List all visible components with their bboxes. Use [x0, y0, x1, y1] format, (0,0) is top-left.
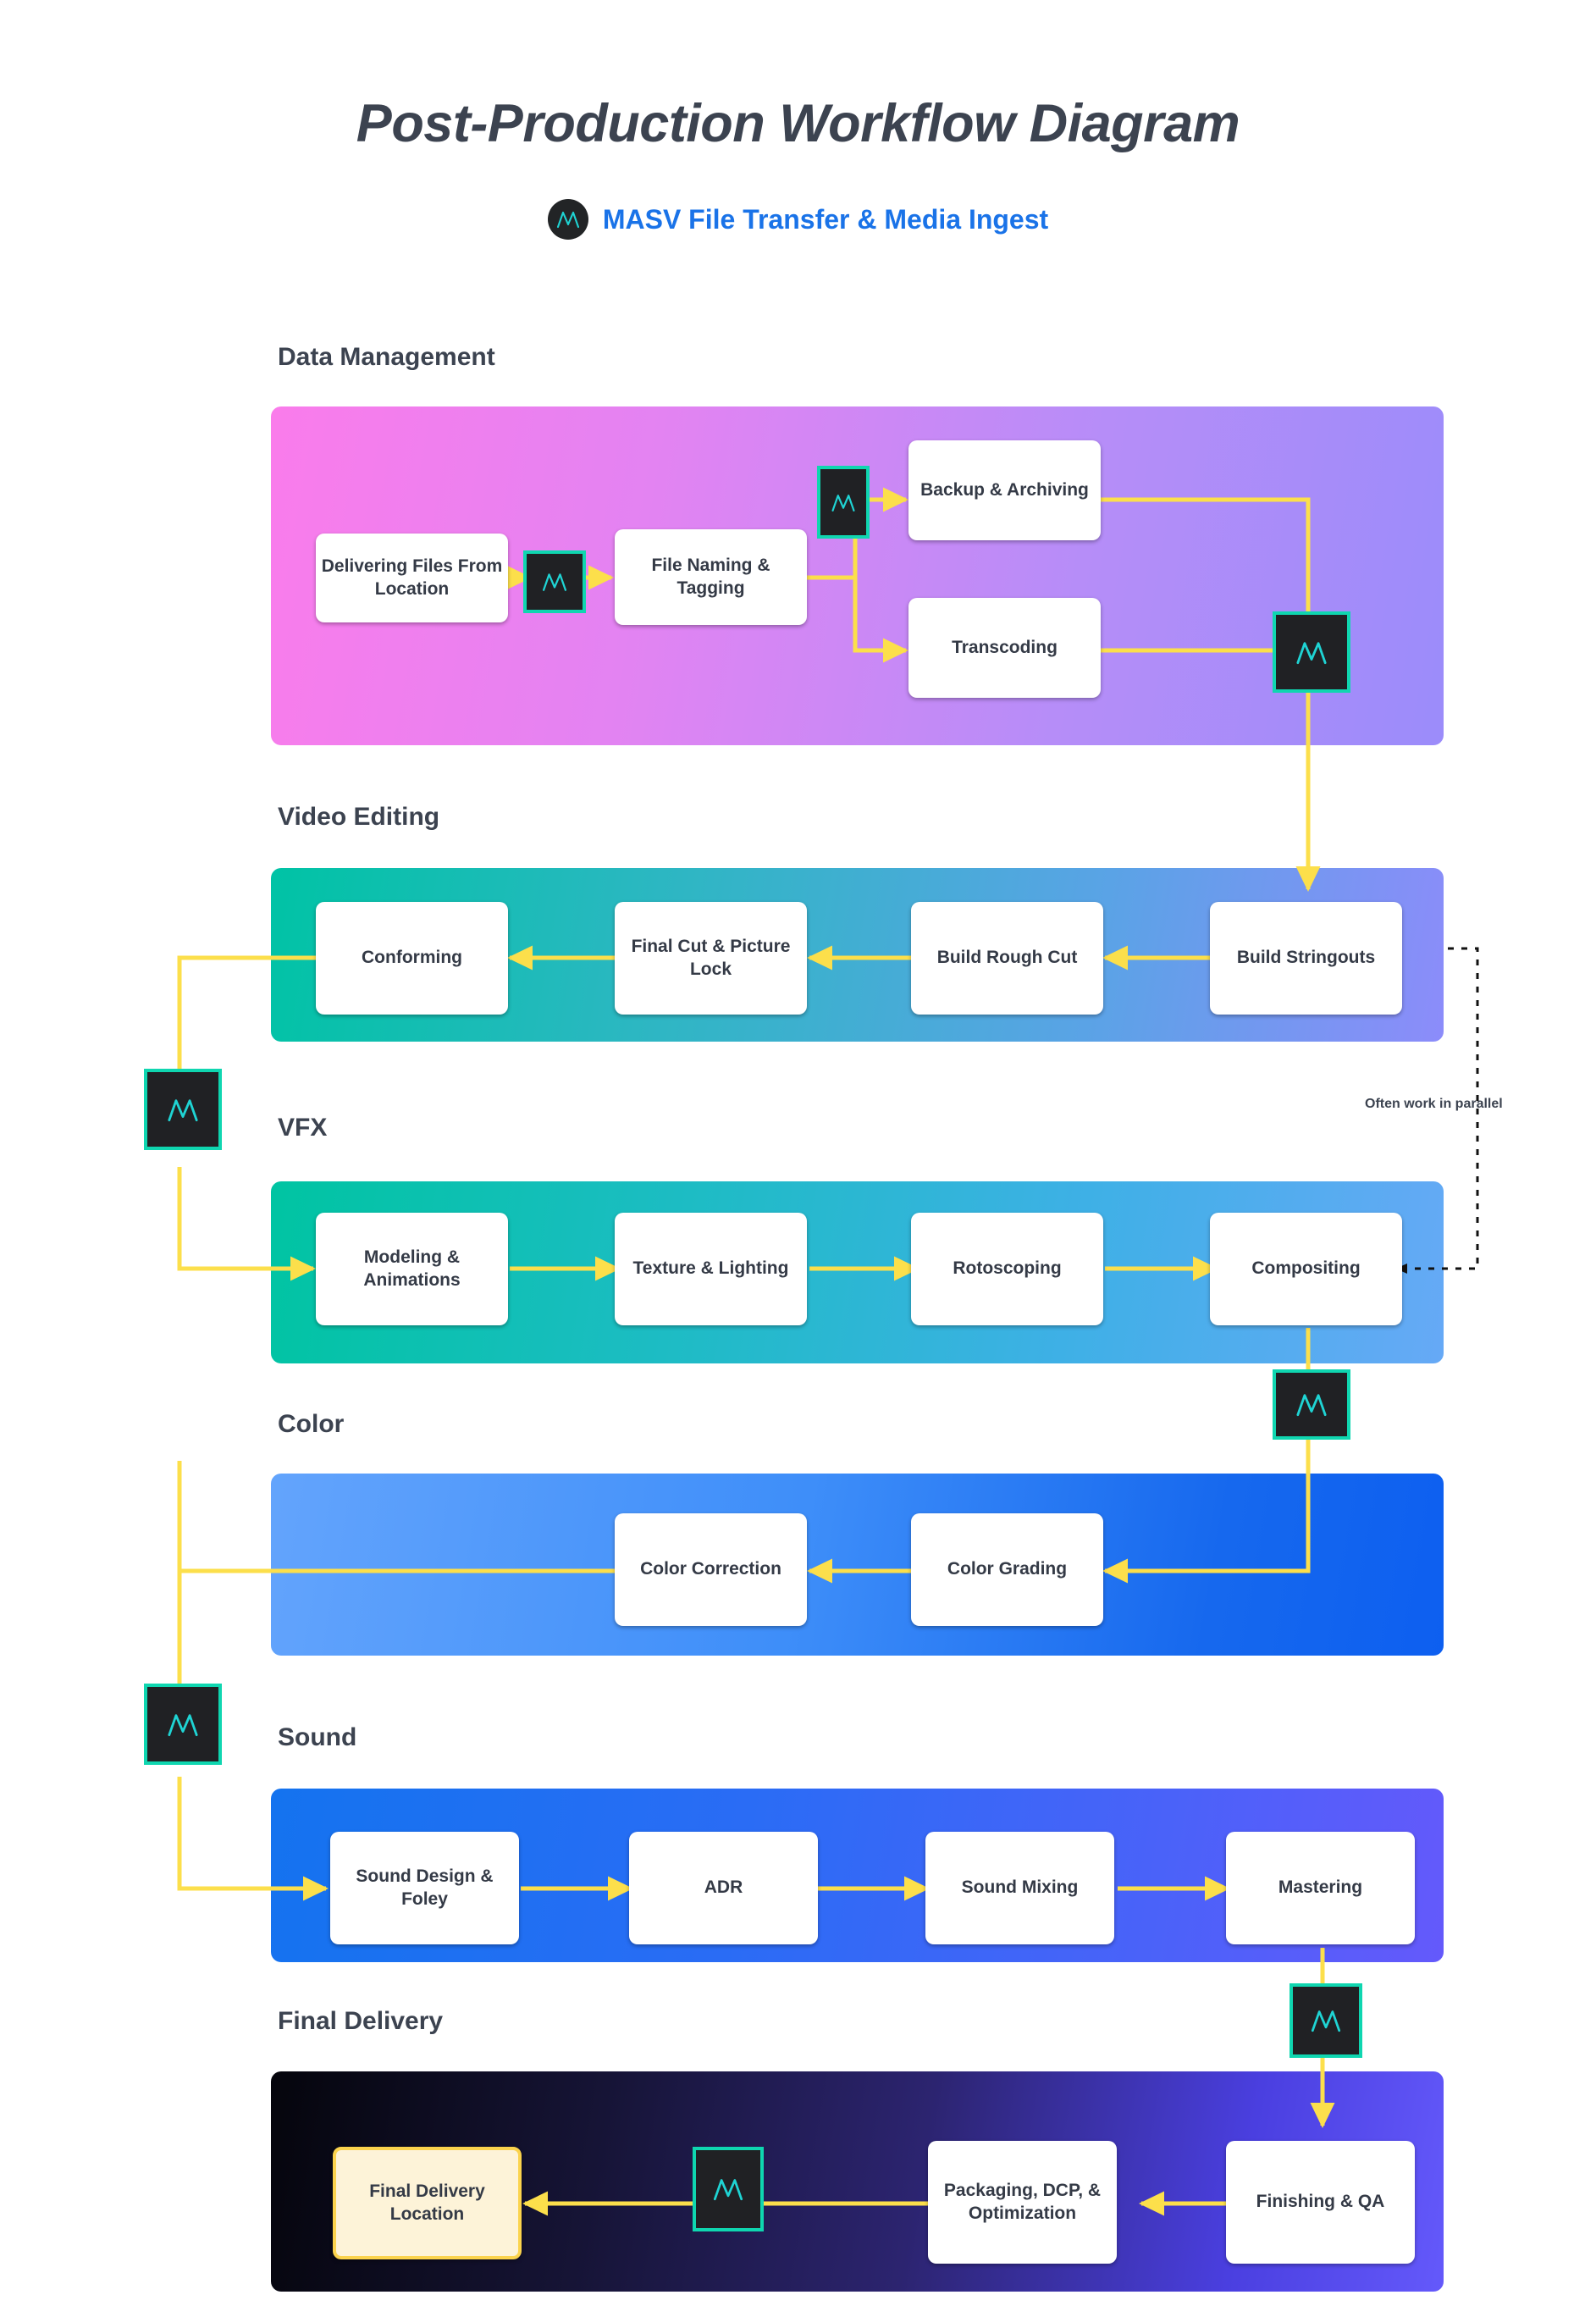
node-transcoding[interactable]: Transcoding [908, 598, 1101, 698]
band-color [271, 1474, 1444, 1656]
node-color-grading[interactable]: Color Grading [911, 1513, 1103, 1626]
page-title: Post-Production Workflow Diagram [356, 94, 1240, 153]
section-label-data-management: Data Management [278, 343, 495, 371]
node-build-rough-cut[interactable]: Build Rough Cut [911, 902, 1103, 1015]
masv-transfer-to-editing-icon[interactable] [1273, 611, 1350, 693]
masv-logo-icon [547, 199, 588, 240]
node-adr[interactable]: ADR [629, 1832, 818, 1944]
node-rotoscoping[interactable]: Rotoscoping [911, 1213, 1103, 1325]
masv-transfer-backup-icon[interactable] [817, 466, 870, 539]
node-final-cut[interactable]: Final Cut & Picture Lock [615, 902, 807, 1015]
node-backup-archiving[interactable]: Backup & Archiving [908, 440, 1101, 540]
node-file-naming[interactable]: File Naming & Tagging [615, 529, 807, 625]
masv-transfer-vfx-to-color-icon[interactable] [1273, 1369, 1350, 1440]
section-label-vfx: VFX [278, 1114, 328, 1142]
subtitle-row: MASV File Transfer & Media Ingest [0, 199, 1596, 240]
section-label-final-delivery: Final Delivery [278, 2007, 444, 2035]
node-sound-mixing[interactable]: Sound Mixing [925, 1832, 1114, 1944]
section-label-sound: Sound [278, 1723, 357, 1751]
masv-transfer-final-delivery-icon[interactable] [693, 2147, 764, 2231]
section-label-video-editing: Video Editing [278, 803, 440, 831]
section-label-color: Color [278, 1410, 345, 1438]
node-sound-design-foley[interactable]: Sound Design & Foley [330, 1832, 519, 1944]
node-packaging-dcp[interactable]: Packaging, DCP, & Optimization [928, 2141, 1117, 2264]
node-compositing[interactable]: Compositing [1210, 1213, 1402, 1325]
node-mastering[interactable]: Mastering [1226, 1832, 1415, 1944]
masv-transfer-edit-to-vfx-icon[interactable] [144, 1069, 222, 1150]
subtitle-text: MASV File Transfer & Media Ingest [602, 203, 1049, 235]
masv-transfer-color-to-sound-icon[interactable] [144, 1684, 222, 1765]
node-modeling-animations[interactable]: Modeling & Animations [316, 1213, 508, 1325]
masv-transfer-ingest-icon[interactable] [523, 550, 586, 613]
node-texture-lighting[interactable]: Texture & Lighting [615, 1213, 807, 1325]
node-finishing-qa[interactable]: Finishing & QA [1226, 2141, 1415, 2264]
parallel-work-note: Often work in parallel [1365, 1097, 1503, 1111]
node-conforming[interactable]: Conforming [316, 902, 508, 1015]
node-build-stringouts[interactable]: Build Stringouts [1210, 902, 1402, 1015]
node-color-correction[interactable]: Color Correction [615, 1513, 807, 1626]
masv-transfer-sound-to-delivery-icon[interactable] [1290, 1983, 1362, 2058]
node-final-delivery-location[interactable]: Final Delivery Location [333, 2147, 522, 2259]
node-delivering-files[interactable]: Delivering Files From Location [316, 534, 508, 622]
